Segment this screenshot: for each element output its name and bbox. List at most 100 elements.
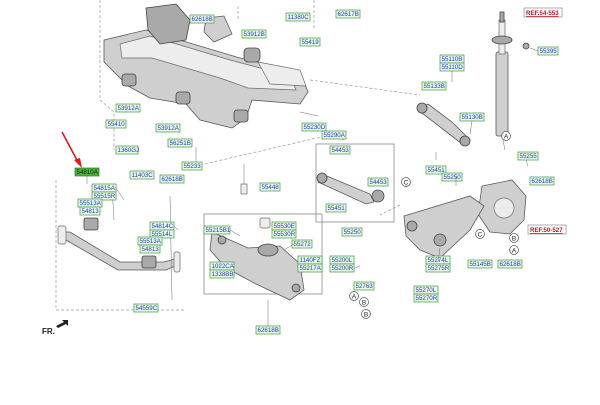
part-label[interactable]: 55530R: [271, 229, 297, 239]
reference-label-54-553[interactable]: REF.54-553: [523, 7, 563, 18]
callout-c-1: C: [475, 229, 485, 239]
svg-text:55451: 55451: [428, 167, 446, 174]
lower-spring-arm: [203, 213, 323, 301]
part-label[interactable]: 53912B: [241, 29, 267, 39]
svg-text:55233: 55233: [184, 163, 202, 170]
part-label[interactable]: 55215B1: [203, 225, 231, 235]
part-label[interactable]: 55410: [105, 119, 127, 129]
svg-text:56251B: 56251B: [170, 140, 191, 147]
part-label[interactable]: 1338BB: [209, 269, 235, 279]
part-label[interactable]: 52763: [353, 281, 375, 291]
part-label[interactable]: 62617B: [335, 9, 361, 19]
part-label[interactable]: 11380C: [285, 12, 311, 22]
part-label[interactable]: 55217A: [297, 263, 323, 273]
part-label[interactable]: 62618B: [497, 259, 523, 269]
svg-text:62617B: 62617B: [338, 11, 359, 18]
part-label[interactable]: 56251B: [167, 138, 193, 148]
part-label[interactable]: 53912A: [155, 123, 181, 133]
svg-text:55215B1: 55215B1: [206, 227, 231, 234]
part-label[interactable]: 62618B: [255, 325, 281, 335]
reference-labels[interactable]: REF.54-553 REF.50-527: [523, 7, 567, 235]
svg-text:55410: 55410: [108, 121, 126, 128]
callout-c-2: C: [401, 177, 411, 187]
part-label[interactable]: 55290A: [321, 130, 347, 140]
svg-text:62618B: 62618B: [532, 178, 553, 185]
svg-text:54453: 54453: [332, 147, 350, 154]
part-label[interactable]: 55274L: [425, 255, 451, 265]
part-label[interactable]: 55133B: [421, 81, 447, 91]
svg-text:55514L: 55514L: [152, 231, 173, 238]
knuckle: [477, 179, 527, 235]
svg-text:53912A: 53912A: [158, 125, 180, 132]
part-label[interactable]: 55255: [517, 151, 539, 161]
part-label[interactable]: 54813: [139, 244, 161, 254]
svg-text:1338BB: 1338BB: [212, 271, 234, 278]
svg-text:53912A: 53912A: [118, 105, 140, 112]
callout-a-3: A: [349, 291, 359, 301]
part-label[interactable]: 55451: [325, 203, 347, 213]
part-label[interactable]: 1360GJ: [115, 145, 140, 155]
part-label[interactable]: 54453: [367, 177, 389, 187]
part-label[interactable]: 55145B: [467, 259, 493, 269]
part-label[interactable]: 54813: [79, 206, 101, 216]
svg-text:11403C: 11403C: [132, 172, 154, 179]
svg-text:62618B: 62618B: [192, 16, 213, 23]
pointer-arrow: [61, 131, 82, 168]
svg-text:55217A: 55217A: [300, 265, 322, 272]
part-label[interactable]: 55200L: [329, 255, 355, 265]
part-label[interactable]: 55130B: [459, 112, 485, 122]
part-label[interactable]: 54815A: [91, 183, 117, 193]
part-label[interactable]: 55110B: [439, 54, 465, 64]
part-label[interactable]: 62618B: [159, 174, 185, 184]
part-label[interactable]: 55270R: [413, 293, 439, 303]
part-label[interactable]: 55513A: [77, 198, 103, 208]
part-label[interactable]: 53912A: [115, 103, 141, 113]
part-label[interactable]: 62618B: [189, 14, 215, 24]
callout-a-1: A: [501, 131, 511, 141]
svg-text:55448: 55448: [262, 184, 280, 191]
part-label[interactable]: 62618B: [529, 176, 555, 186]
part-label[interactable]: 55250: [341, 227, 363, 237]
svg-text:55250: 55250: [344, 229, 362, 236]
callout-a-2: A: [509, 245, 519, 255]
svg-text:54815A: 54815A: [94, 185, 116, 192]
svg-text:1360GJ: 1360GJ: [118, 147, 140, 154]
svg-text:54559C: 54559C: [136, 305, 158, 312]
part-label[interactable]: 55250: [441, 172, 463, 182]
svg-text:55395: 55395: [540, 48, 558, 55]
part-label[interactable]: 55275R: [425, 263, 451, 273]
svg-text:55272: 55272: [294, 241, 312, 248]
part-label[interactable]: 55448: [259, 182, 281, 192]
part-label[interactable]: 55515R: [91, 191, 117, 201]
part-label[interactable]: 54814C: [149, 221, 175, 231]
svg-text:55270R: 55270R: [416, 295, 438, 302]
part-label[interactable]: 55419: [299, 37, 321, 47]
part-label[interactable]: 54453: [329, 145, 351, 155]
svg-text:REF.54-553: REF.54-553: [526, 10, 559, 17]
part-label[interactable]: 1022CA: [209, 261, 235, 271]
part-label[interactable]: 55110D: [439, 62, 465, 72]
upper-control-arm: [416, 102, 471, 147]
part-label[interactable]: 55395: [537, 46, 559, 56]
part-label[interactable]: 55530E: [271, 221, 297, 231]
part-label[interactable]: 55272: [291, 239, 313, 249]
svg-text:62618B: 62618B: [258, 327, 279, 334]
reference-label-50-527[interactable]: REF.50-527: [527, 224, 567, 235]
svg-text:55250: 55250: [444, 174, 462, 181]
part-label[interactable]: 55451: [425, 165, 447, 175]
svg-text:62618B: 62618B: [162, 176, 183, 183]
part-label[interactable]: 55200R: [329, 263, 355, 273]
svg-text:B: B: [512, 236, 516, 243]
front-marker: FR.: [42, 320, 68, 336]
part-label[interactable]: 1140FZ: [297, 255, 323, 265]
part-label[interactable]: 11403C: [129, 170, 155, 180]
part-label[interactable]: 55270L: [413, 285, 439, 295]
part-label[interactable]: 55513A: [137, 236, 163, 246]
part-label[interactable]: 54559C: [133, 303, 159, 313]
shock-absorber: [491, 11, 530, 151]
part-label-selected[interactable]: 54810A: [74, 167, 100, 177]
part-label[interactable]: 55233: [181, 161, 203, 171]
part-label[interactable]: 55230D: [301, 122, 327, 132]
svg-text:FR.: FR.: [42, 327, 55, 336]
